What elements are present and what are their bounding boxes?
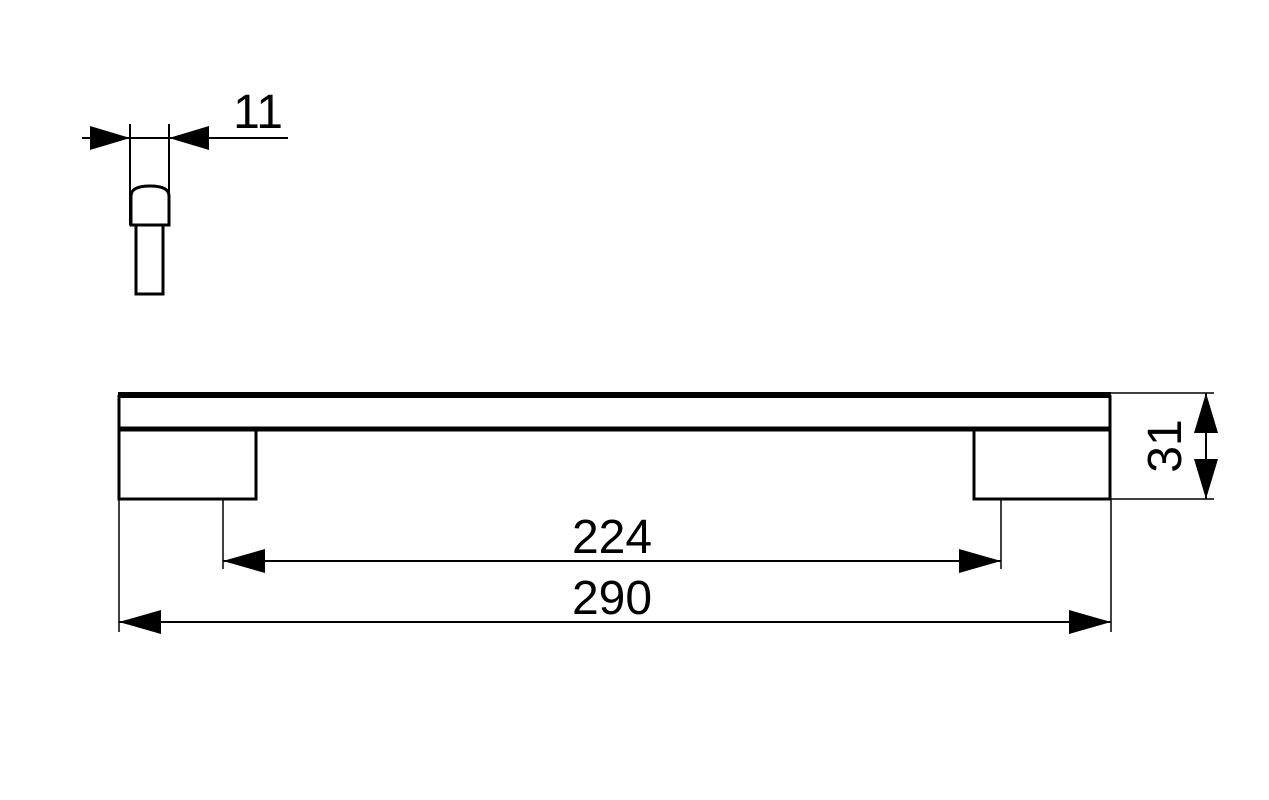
side-handle-post bbox=[134, 223, 165, 296]
left-leg bbox=[117, 429, 258, 501]
dimension-label-spacing: 224 bbox=[572, 511, 652, 564]
length-arrow-right bbox=[1069, 610, 1111, 634]
spacing-arrow-left bbox=[223, 549, 265, 573]
height-arrow-bottom bbox=[1194, 459, 1218, 499]
height-arrow-top bbox=[1194, 393, 1218, 433]
length-arrow-left bbox=[119, 610, 161, 634]
dimension-hole-spacing: 224 bbox=[222, 499, 1002, 573]
dimension-overall-length: 290 bbox=[118, 499, 1112, 634]
spacing-arrow-right bbox=[959, 549, 1001, 573]
dimension-label-length: 290 bbox=[572, 572, 652, 625]
side-handle-cap bbox=[129, 184, 171, 227]
front-view bbox=[117, 392, 1112, 501]
side-view: 11 bbox=[82, 86, 288, 296]
side-arrow-left bbox=[90, 126, 130, 150]
side-arrow-right bbox=[169, 126, 209, 150]
dimension-label-width: 11 bbox=[233, 86, 283, 139]
dimension-height: 31 bbox=[1111, 392, 1218, 500]
right-leg bbox=[972, 429, 1112, 501]
dimension-label-height: 31 bbox=[1139, 419, 1192, 472]
